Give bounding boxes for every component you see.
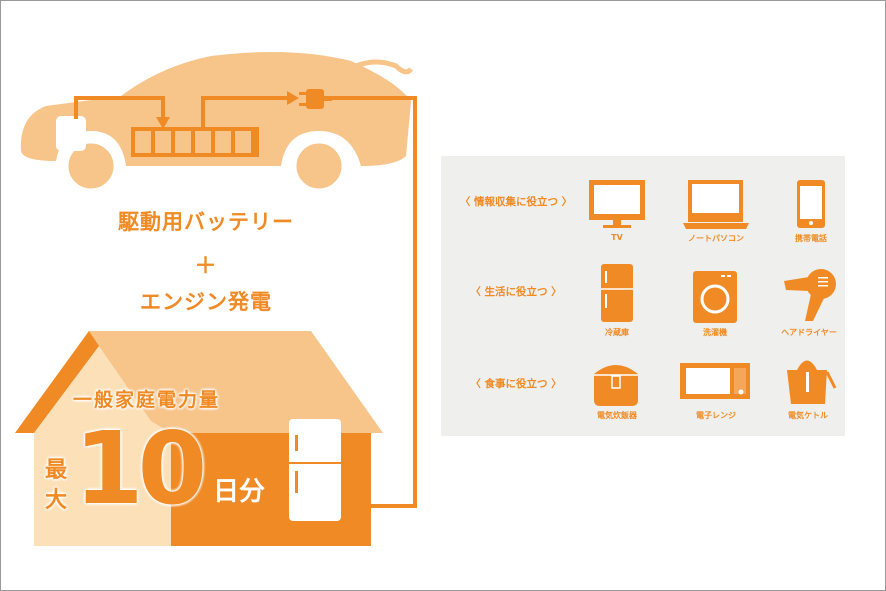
- label-laptop: ノートパソコン: [688, 234, 744, 243]
- category-info: 〈 情報収集に役立つ 〉: [459, 196, 573, 208]
- rice-cooker-icon: [594, 365, 638, 406]
- power-cable: [332, 96, 417, 508]
- days-number: 10: [74, 410, 207, 527]
- label-rice-cooker: 電気炊飯器: [597, 411, 637, 420]
- mobile-phone-icon: [797, 180, 825, 228]
- battery-icon: [131, 127, 259, 157]
- engine-label: エンジン発電: [140, 290, 272, 314]
- engine-icon: [56, 116, 86, 151]
- plus-sign: ＋: [194, 254, 218, 279]
- days-unit: 日分: [213, 477, 266, 507]
- tv-icon: [589, 180, 645, 228]
- label-electric-kettle: 電気ケトル: [788, 411, 828, 420]
- electric-kettle-icon: [787, 360, 837, 404]
- label-tv: TV: [611, 233, 623, 242]
- refrigerator-icon: [289, 419, 341, 521]
- category-food: 〈 食事に役立つ 〉: [470, 378, 562, 390]
- laptop-icon: [683, 180, 749, 229]
- battery-label: 駆動用バッテリー: [118, 210, 294, 234]
- label-mobile-phone: 携帯電話: [795, 234, 827, 243]
- appliance-panel: 〈 情報収集に役立つ 〉 〈 生活に役立つ 〉 〈 食事に役立つ 〉 TV ノー…: [441, 156, 845, 436]
- car-illustration: [20, 52, 417, 508]
- label-washing-machine: 洗濯機: [703, 328, 727, 337]
- label-refrigerator: 冷蔵庫: [605, 328, 629, 337]
- appliance-icons: [589, 180, 837, 406]
- plug-icon: [299, 89, 332, 109]
- microwave-icon: [680, 363, 750, 399]
- household-power-caption: 一般家庭電力量: [73, 389, 221, 411]
- label-microwave: 電子レンジ: [696, 411, 736, 420]
- washing-machine-icon: [693, 271, 737, 323]
- max-label: 最大: [45, 458, 68, 513]
- category-living: 〈 生活に役立つ 〉: [470, 286, 562, 298]
- house-illustration: [15, 331, 383, 546]
- label-hair-dryer: ヘアドライヤー: [781, 328, 837, 337]
- refrigerator-icon: [601, 264, 633, 322]
- hair-dryer-icon: [784, 269, 836, 321]
